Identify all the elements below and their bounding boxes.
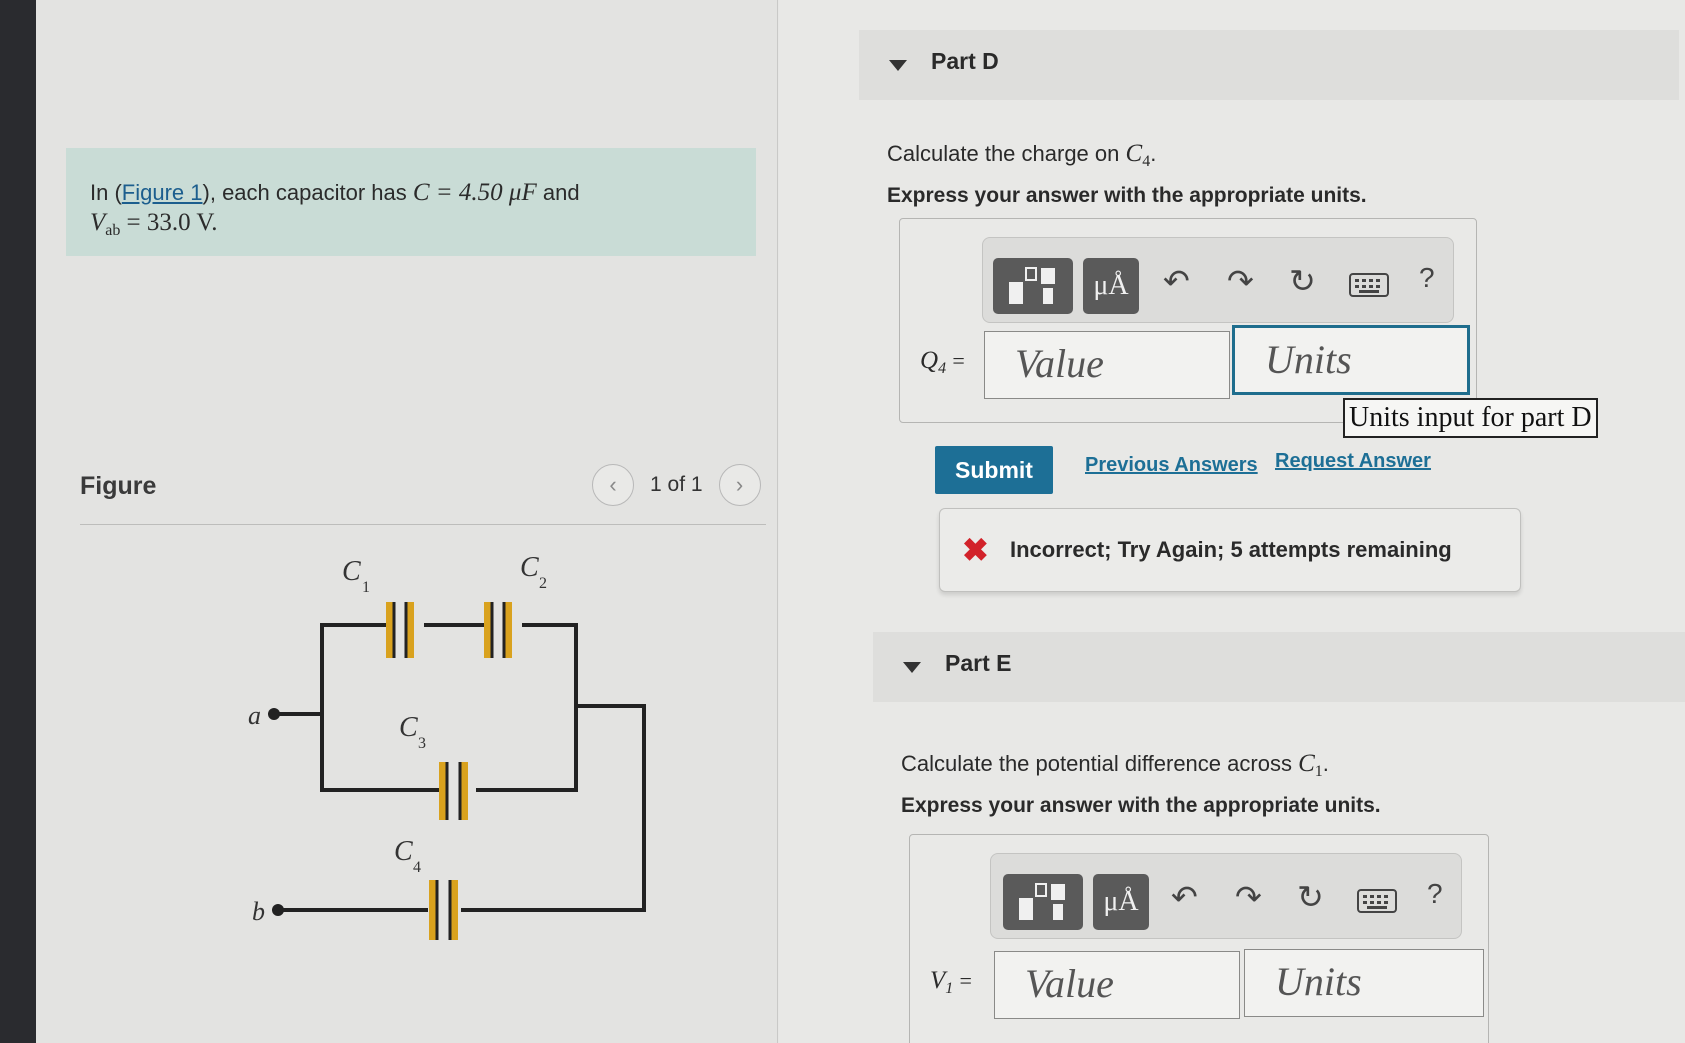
equals-sign: = [952,348,965,373]
caret-down-icon[interactable] [903,662,921,673]
units-tooltip: Units input for part D [1343,398,1598,438]
request-answer-link[interactable]: Request Answer [1275,450,1431,472]
part-e-instruction: Express your answer with the appropriate… [901,794,1381,817]
voltage-symbol: V [90,209,106,236]
problem-pane: In (Figure 1), each capacitor has C = 4.… [36,0,778,1043]
value-input[interactable]: Value [994,951,1240,1019]
templates-icon[interactable] [993,258,1073,314]
answer-label-q4: Q4 = [920,347,965,378]
submit-button[interactable]: Submit [935,446,1053,494]
question-text: Calculate the potential difference acros… [901,751,1292,776]
units-symbol-button[interactable]: μÅ [1083,258,1139,314]
reset-icon[interactable]: ↻ [1289,263,1316,299]
capacitor-c2 [484,602,512,658]
figure-counter: 1 of 1 [650,473,703,496]
label-c2: C [520,552,539,583]
circuit-diagram: C 1 C 2 C 3 C 4 a b [248,552,646,940]
question-text: Calculate the charge on [887,141,1120,166]
previous-answers-link[interactable]: Previous Answers [1085,454,1258,476]
browser-screen: In (Figure 1), each capacitor has C = 4.… [36,0,1685,1043]
part-e-header[interactable]: Part E [873,632,1685,702]
units-input[interactable]: Units [1232,325,1470,395]
feedback-text: Incorrect; Try Again; 5 attempts remaini… [1010,537,1452,562]
problem-statement: In (Figure 1), each capacitor has C = 4.… [66,148,756,256]
answer-label-v1: V1 = [930,967,972,998]
figure-link[interactable]: Figure 1 [121,180,203,205]
units-input[interactable]: Units [1244,949,1484,1017]
label-c3: C [399,712,418,743]
problem-text: and [542,180,580,205]
capacitor-c3 [439,762,468,820]
part-d-title: Part D [931,48,999,74]
capacitor-c4 [429,880,458,940]
figure-pagination: ‹ 1 of 1 › [592,464,761,506]
part-d-question: Calculate the charge on C4. [887,140,1156,171]
question-symbol: C [1298,750,1315,777]
caret-down-icon[interactable] [889,60,907,71]
capacitance-value: C = 4.50 μF [412,179,537,206]
answer-subscript: 4 [938,360,947,377]
keyboard-icon[interactable] [1357,884,1397,921]
redo-icon[interactable]: ↷ [1235,879,1262,915]
help-icon[interactable]: ? [1427,878,1443,909]
label-c4-sub: 4 [413,859,421,876]
label-c2-sub: 2 [539,575,547,592]
redo-icon[interactable]: ↷ [1227,263,1254,299]
terminal-b [272,904,284,916]
chevron-right-icon[interactable]: › [718,464,761,506]
help-icon[interactable]: ? [1419,262,1435,293]
feedback-message: ✖ Incorrect; Try Again; 5 attempts remai… [939,508,1521,592]
part-d-toolbar: μÅ ↶ ↷ ↻ ? [982,237,1454,323]
part-d-header[interactable]: Part D [859,30,1679,100]
templates-icon[interactable] [1003,874,1083,930]
capacitor-c1 [386,602,414,658]
question-suffix: . [1150,141,1157,166]
terminal-a [268,708,280,720]
question-suffix: . [1322,751,1329,776]
units-symbol-button[interactable]: μÅ [1093,874,1149,930]
label-b: b [252,897,265,926]
equals-sign: = [959,968,972,993]
label-c4: C [394,836,413,867]
question-subscript: 4 [1142,153,1151,170]
value-input[interactable]: Value [984,331,1230,399]
label-c1-sub: 1 [362,579,370,596]
label-c1: C [342,556,361,587]
label-a: a [248,701,261,730]
chevron-left-icon[interactable]: ‹ [592,464,634,506]
question-subscript: 1 [1314,763,1323,780]
part-e-question: Calculate the potential difference acros… [901,750,1329,781]
part-d-answer-box: μÅ ↶ ↷ ↻ ? Q4 = Value Units [899,218,1477,423]
problem-text: In ( [90,180,122,205]
error-icon: ✖ [962,532,989,568]
undo-icon[interactable]: ↶ [1171,879,1198,915]
part-e-toolbar: μÅ ↶ ↷ ↻ ? [990,853,1462,939]
part-d-instruction: Express your answer with the appropriate… [887,184,1367,207]
figure-title: Figure [80,472,157,500]
answer-symbol: V [930,967,946,994]
part-e-title: Part E [945,650,1012,676]
problem-text: ), each capacitor has [202,180,407,205]
voltage-subscript: ab [105,222,121,239]
part-e-answer-box: μÅ ↶ ↷ ↻ ? V1 = Value Units [909,834,1489,1043]
answer-symbol: Q [920,347,939,374]
parts-pane: Part D Calculate the charge on C4. Expre… [779,0,1685,1043]
label-c3-sub: 3 [418,735,426,752]
undo-icon[interactable]: ↶ [1163,263,1190,299]
answer-subscript: 1 [945,980,954,997]
reset-icon[interactable]: ↻ [1297,879,1324,915]
keyboard-icon[interactable] [1349,268,1389,305]
voltage-value: = 33.0 V. [126,209,218,236]
divider [80,524,766,525]
question-symbol: C [1125,140,1143,167]
